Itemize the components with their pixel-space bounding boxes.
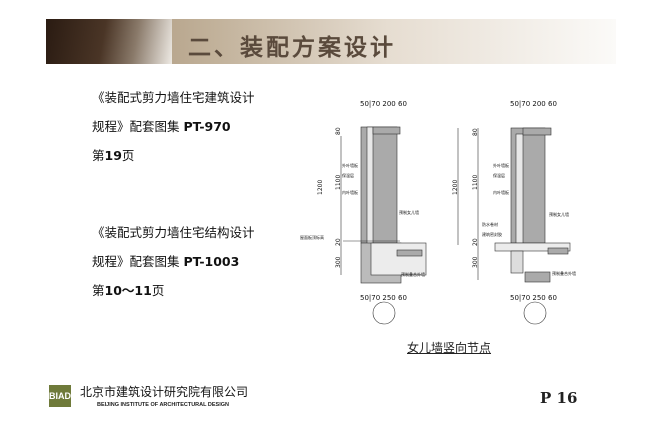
ref-text: 《装配式剪力墙住宅结构设计 xyxy=(92,225,255,240)
drawing-caption: 女儿墙竖向节点 xyxy=(407,341,492,355)
label: 防水卷材 xyxy=(482,221,498,227)
climber-photo xyxy=(46,19,172,64)
dim-cap: 80 xyxy=(472,128,479,136)
ref-code: PT-1003 xyxy=(183,254,240,269)
company-name: 北京市建筑设计研究院有限公司 xyxy=(80,385,249,399)
ref-page: 第10～11页 xyxy=(92,276,255,305)
dim-joint: 20 xyxy=(472,238,479,246)
label: 内叶墙板 xyxy=(493,189,509,195)
reference-1: 《装配式剪力墙住宅建筑设计 规程》配套图集 PT-970 第19页 xyxy=(92,83,255,170)
label: 预制女儿墙 xyxy=(399,209,419,215)
company-name-en: BEIJING INSTITUTE OF ARCHITECTURAL DESIG… xyxy=(97,402,230,408)
dim-base: 300 xyxy=(335,256,342,268)
parapet-drawings: 50|70 200 60 50|70 250 60 1200 1100 80 2… xyxy=(300,100,576,325)
label: 保温层 xyxy=(342,172,354,178)
ref-text: 规程》配套图集 PT-970 xyxy=(92,112,255,141)
label: 外叶墙板 xyxy=(342,162,358,168)
page-number: P 16 xyxy=(540,389,578,407)
ref-text: 页 xyxy=(151,283,165,298)
dim-cap: 80 xyxy=(335,127,342,135)
ref-text: 第 xyxy=(92,283,105,298)
label: 预制女儿墙 xyxy=(549,211,569,217)
top-dims: 50|70 200 60 xyxy=(510,100,557,108)
page-title: 二、装配方案设计 xyxy=(188,35,396,61)
dim-wall: 1100 xyxy=(472,175,479,190)
bottom-dims: 50|70 250 60 xyxy=(510,294,557,302)
ref-text: 规程》配套图集 xyxy=(92,254,184,269)
label: 屋面板顶标高 xyxy=(300,234,324,240)
dim-total: 1200 xyxy=(452,180,459,195)
ref-text: 规程》配套图集 PT-1003 xyxy=(92,247,255,276)
ref-page: 第19页 xyxy=(92,141,255,170)
biad-logo: BIAD xyxy=(49,385,71,407)
top-dims: 50|70 200 60 xyxy=(360,100,407,108)
ref-text: 规程》配套图集 xyxy=(92,119,184,134)
left-detail: 50|70 200 60 50|70 250 60 1200 1100 80 2… xyxy=(300,100,427,325)
ref-page-num: 10～11 xyxy=(104,283,152,298)
label: 建筑密封胶 xyxy=(482,231,502,237)
right-detail: 50|70 200 60 50|70 250 60 1200 1100 80 2… xyxy=(452,100,576,325)
label: 预制叠合外墙 xyxy=(552,270,576,276)
ref-text: 《装配式剪力墙住宅建筑设计 xyxy=(92,90,255,105)
ref-text: 页 xyxy=(121,148,135,163)
ref-page-num: 19 xyxy=(104,148,122,163)
dim-joint: 20 xyxy=(335,238,342,246)
ref-text: 第 xyxy=(92,148,105,163)
reference-2: 《装配式剪力墙住宅结构设计 规程》配套图集 PT-1003 第10～11页 xyxy=(92,218,255,305)
dim-wall: 1100 xyxy=(335,175,342,190)
dim-total: 1200 xyxy=(317,180,324,195)
dim-base: 300 xyxy=(472,256,479,268)
label: 保温层 xyxy=(493,172,505,178)
label: 外叶墙板 xyxy=(493,162,509,168)
label: 预制叠合外墙 xyxy=(401,271,425,277)
label: 内叶墙板 xyxy=(342,189,358,195)
ref-code: PT-970 xyxy=(183,119,231,134)
bottom-dims: 50|70 250 60 xyxy=(360,294,407,302)
